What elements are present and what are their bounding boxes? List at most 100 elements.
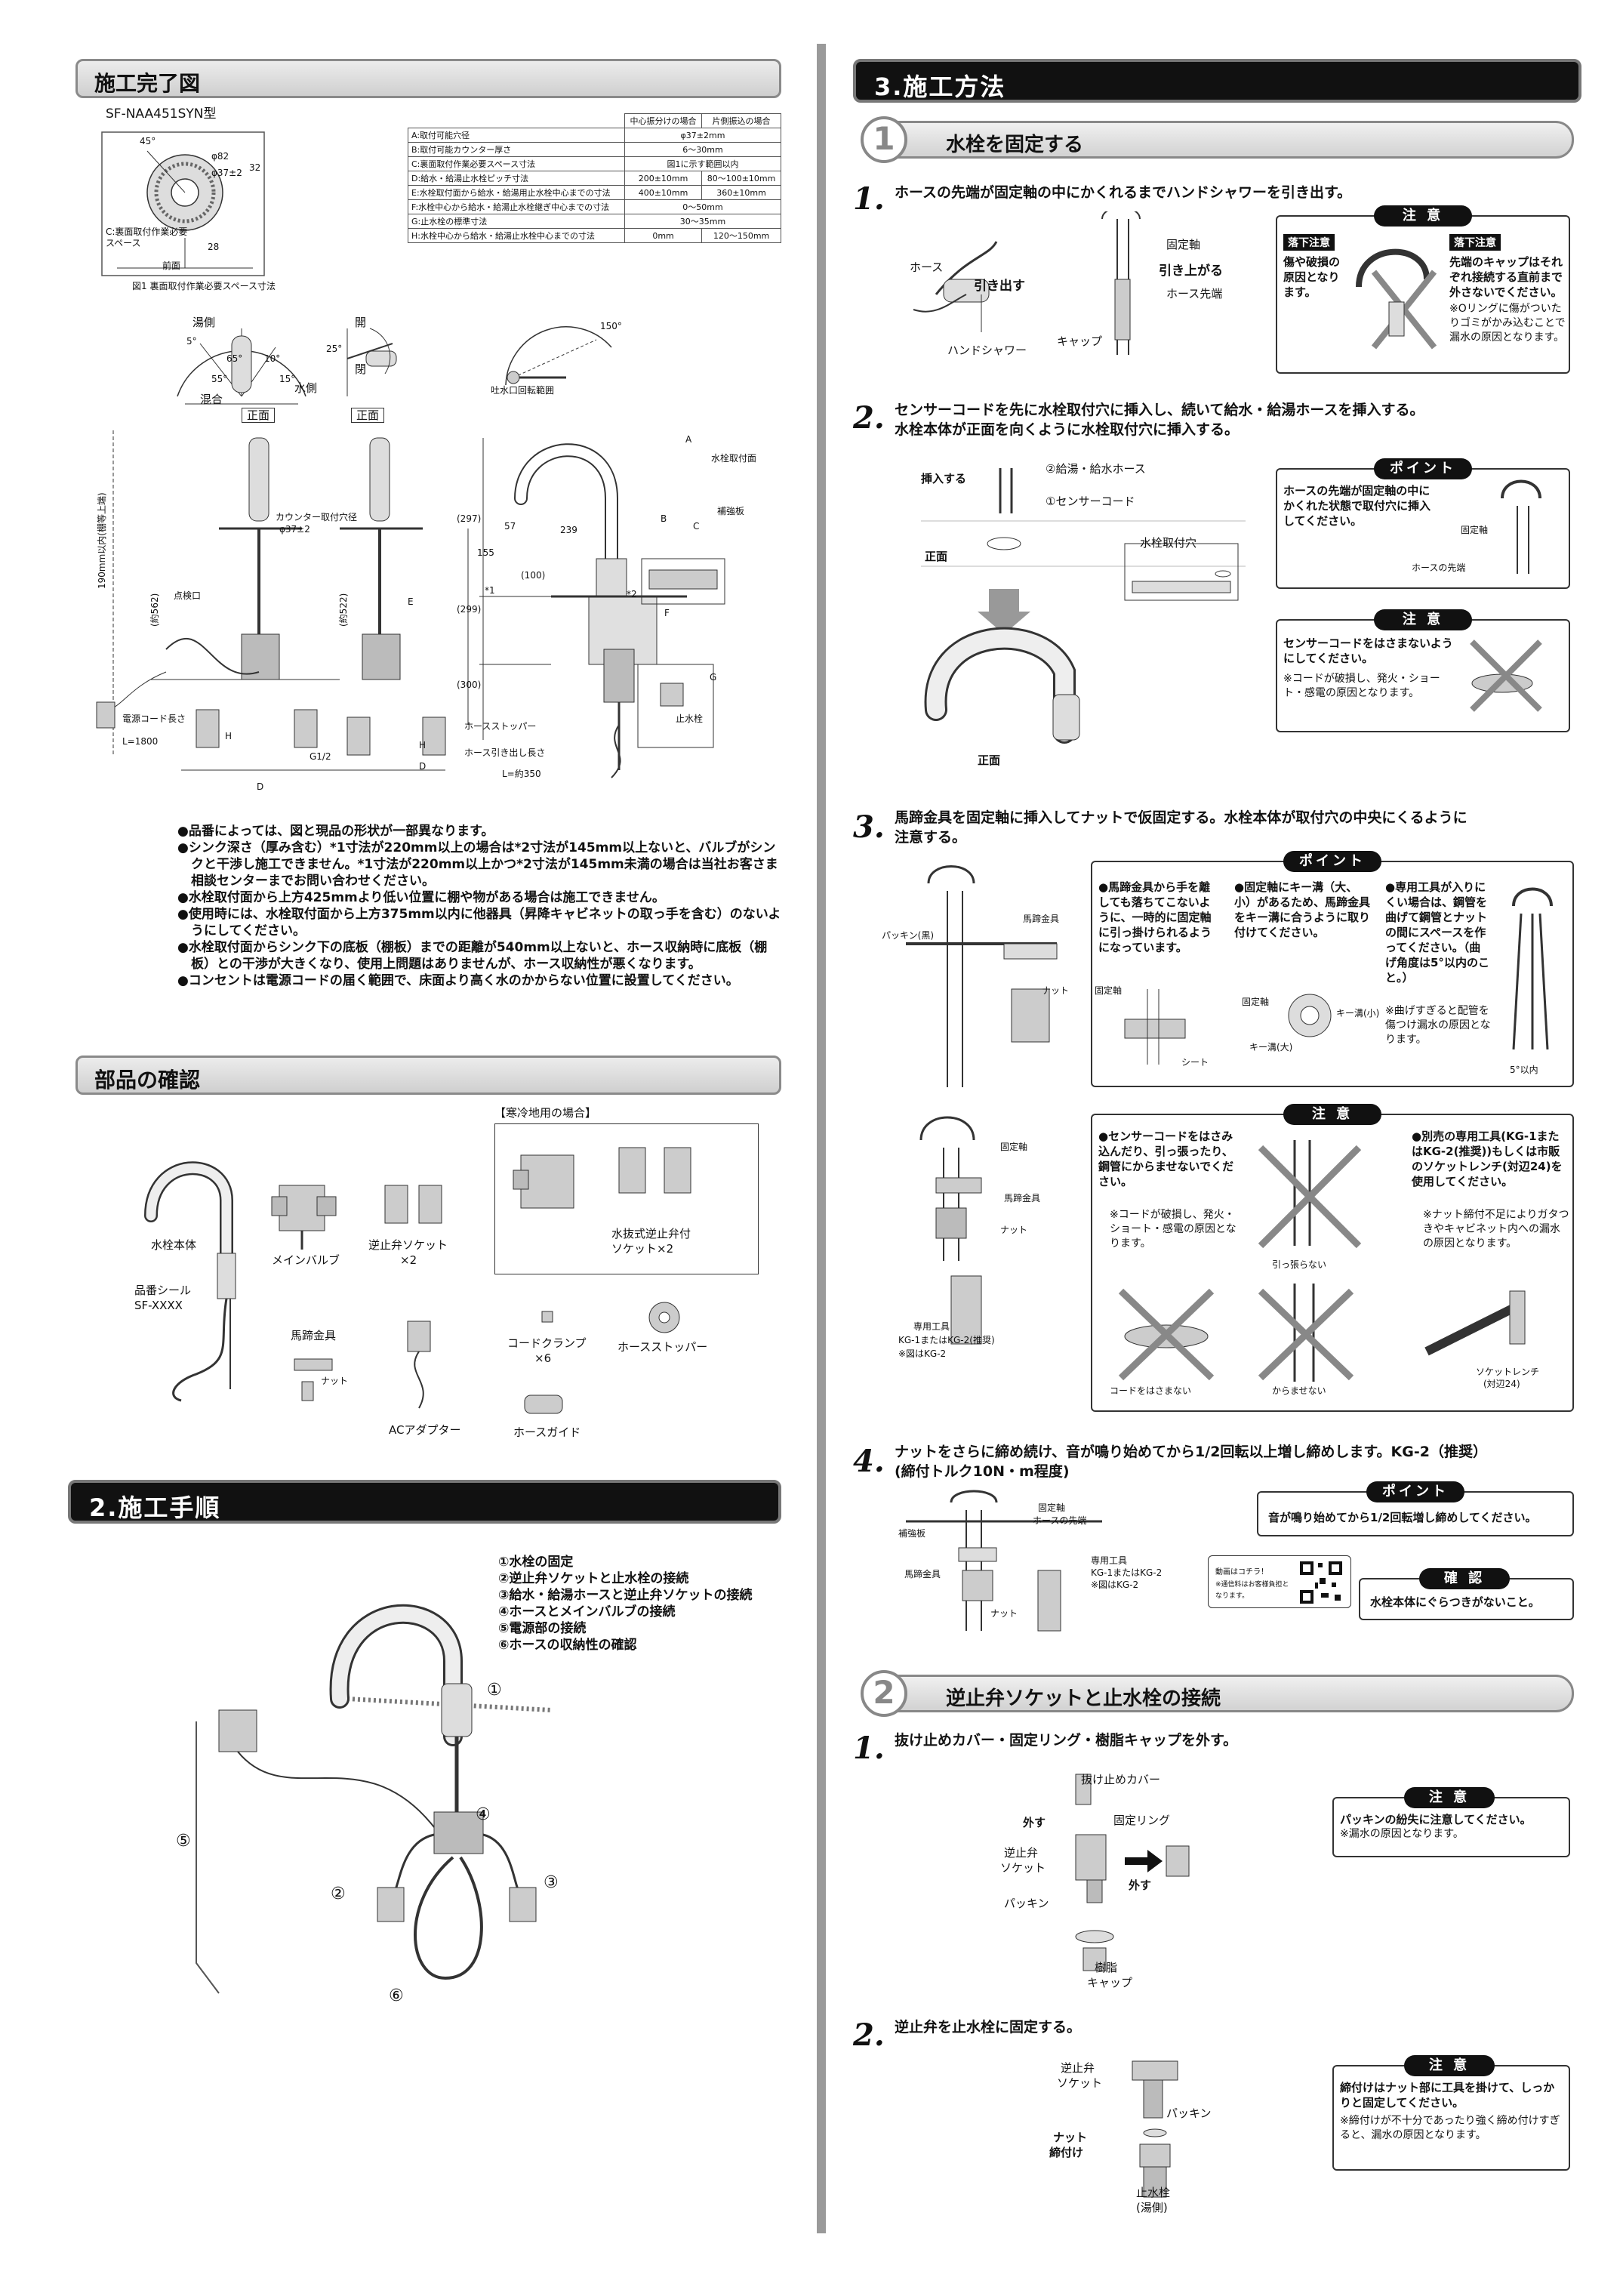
angle-65: 65° (226, 353, 243, 364)
s1-caution-nut: ナット (1000, 1225, 1028, 1235)
procedure-step-4: ④ホースとメインバルブの接続 (498, 1604, 676, 1620)
procedure-step-2: ②逆止弁ソケットと止水栓の接続 (498, 1571, 689, 1586)
fig1-32: 32 (249, 162, 261, 173)
s2-label-ring: 固定リング (1113, 1814, 1171, 1827)
s1-caution-drawing (1344, 242, 1449, 362)
s2-label2-socket: 逆止弁 (1061, 2061, 1095, 2075)
s1-caution-tool3: ※図はKG-2 (898, 1348, 947, 1359)
completion-header: 施工完了図 (75, 59, 781, 98)
parts-header: 部品の確認 (75, 1056, 781, 1095)
section1-header: 水栓を固定する (876, 121, 1574, 159)
note-5: ●水栓取付面からシンク下の底板（棚板）までの距離が540mm以上ないと、ホース収… (177, 940, 768, 972)
s1-step2-caution-drawing (1464, 634, 1555, 717)
s1-point-shaft: 固定軸 (1461, 525, 1489, 535)
s1-step2-caution-text: センサーコードをはさまないようにしてください。 (1283, 636, 1453, 665)
procedure-overview-drawing (174, 1586, 596, 2008)
s1-step2-text1: センサーコードを先に水栓取付穴に挿入し、続いて給水・給湯ホースを挿入する。 (895, 402, 1424, 418)
procedure-steps: ①水栓の固定 ②逆止弁ソケットと止水栓の接続 ③給水・給湯ホースと逆止弁ソケット… (498, 1554, 753, 1653)
s1-step1-drawing (898, 211, 1238, 362)
label-57: 57 (504, 521, 516, 532)
note-2: ●シンク深さ（厚み含む）*1寸法が220mm以上の場合は*2寸法が145mm以上… (177, 840, 778, 889)
fig1-caption: 図1 裏面取付作業必要スペース寸法 (132, 281, 276, 291)
label-f: F (664, 608, 670, 618)
label-hose-stopper: ホースストッパー (464, 721, 537, 732)
s1-point-c1: ●馬蹄金具から手を離しても落ちてこないように、一時的に固定軸に引っ掛けられるよう… (1098, 880, 1212, 954)
part-hose-guide-drawing (521, 1389, 566, 1419)
note-6: ●コンセントは電源コードの届く範囲で、床面より高く水のかからない位置に設置してく… (177, 973, 739, 988)
qr-code-icon[interactable] (1298, 1560, 1344, 1605)
s2-step2-num: 2. (853, 2017, 885, 2053)
front-label-2: 正面 (351, 408, 385, 423)
s1-point-c2-shaft: 固定軸 (1242, 997, 1270, 1007)
s1-label-mount-hole: 水栓取付穴 (1140, 536, 1197, 550)
s1-point-c2-drawing (1276, 989, 1344, 1042)
part-main-valve-drawing (264, 1170, 347, 1253)
s1-caution-c1-note: ※コードが破損し、発火・ショート・感電の原因となります。 (1110, 1209, 1236, 1250)
label-cord-length: 電源コード長さ (122, 713, 186, 724)
s2-label-remove: 外す (1023, 1816, 1046, 1829)
s2-step2-caution-title: 注 意 (1404, 2055, 1495, 2076)
part-drain-socket: 水抜式逆止弁付 (611, 1227, 691, 1240)
cold-area-label: 【寒冷地用の場合】 (494, 1106, 597, 1120)
label-h: H (225, 731, 233, 741)
part-horseshoe-drawing (287, 1344, 347, 1404)
s2-label-remove2: 外す (1129, 1878, 1152, 1892)
lever-angle-diagram (162, 313, 321, 419)
s1-step4-drawing (906, 1487, 1178, 1638)
s1-step4-tool: 専用工具 (1091, 1555, 1128, 1566)
s2-label-packing: パッキン (1004, 1897, 1049, 1910)
s1-step3-point-title: ポイント (1283, 851, 1381, 872)
label-300: (300) (457, 680, 482, 690)
s1-step3-drawing (906, 861, 1079, 1095)
s1-label-hose: ホース (910, 260, 944, 274)
s1-label-pull: 引き出す (974, 279, 1025, 294)
s1-point-c2: ●固定軸にキー溝（大、小）があるため、馬蹄金具をキー溝に合うように取り付けてくだ… (1234, 880, 1371, 939)
note-1: ●品番によっては、図と現品の形状が一部異なります。 (177, 824, 494, 839)
label-h-2: H (419, 740, 427, 750)
part-cord-clamp: コードクランプ (507, 1336, 587, 1350)
part-cord-clamp-drawing (536, 1310, 559, 1325)
s2-step2-text: 逆止弁を止水栓に固定する。 (895, 2019, 1082, 2036)
part-drain-socket-2: ソケット×2 (611, 1242, 674, 1256)
section1-number: 1 (861, 116, 907, 163)
label-mix: 混合 (200, 393, 223, 406)
s1-step4-num: 4. (853, 1444, 885, 1479)
angle-10: 10° (264, 353, 281, 364)
s1-label-hoses: ②給湯・給水ホース (1046, 462, 1146, 476)
label-g: G (710, 672, 717, 683)
model-number: SF-NAA451SYN型 (106, 106, 217, 122)
cold-area-drawing (506, 1133, 740, 1231)
s2-label2-packing: パッキン (1166, 2106, 1212, 2120)
marker-2: ② (331, 1885, 346, 1903)
s1-step4-point-title: ポイント (1366, 1481, 1464, 1502)
s2-step1-caution-title: 注 意 (1404, 1787, 1495, 1808)
label-g12: G1/2 (310, 751, 331, 762)
s1-step3-num: 3. (853, 809, 885, 845)
fig1-d82: φ82 (211, 151, 229, 162)
s1-no-pull-drawing (1249, 1133, 1370, 1253)
side-view-diagram (460, 423, 785, 793)
s2-step1-caution-note: ※漏水の原因となります。 (1340, 1828, 1464, 1840)
s1-step4-shaft: 固定軸 (1038, 1502, 1066, 1513)
fig1-d37: φ37±2 (211, 168, 242, 178)
angle-55: 55° (211, 374, 228, 384)
fig1-28: 28 (208, 242, 220, 252)
fig1-angle: 45° (140, 136, 156, 146)
part-cord-clamp-qty: ×6 (534, 1351, 552, 1365)
s1-label-front: 正面 (925, 550, 948, 563)
part-seal-code: SF-XXXX (134, 1299, 183, 1312)
s1-step1-num: 1. (853, 181, 885, 217)
label-d562: (約562) (149, 593, 160, 627)
s1-label-sensor: ①センサーコード (1046, 495, 1135, 508)
s1-point-c2-small: キー溝(小) (1336, 1008, 1380, 1019)
label-e: E (408, 596, 414, 607)
s1-label-nut: ナット (1042, 985, 1070, 996)
s1-caution-wrench2: (対辺24) (1483, 1379, 1520, 1389)
label-239: 239 (560, 525, 577, 535)
s1-step2-caution-title: 注 意 (1374, 609, 1472, 630)
s2-label2-tighten: 締付け (1049, 2146, 1084, 2159)
s1-label-insert: 挿入する (921, 472, 967, 485)
part-hose-stopper-drawing (642, 1299, 687, 1336)
procedure-step-3: ③給水・給湯ホースと逆止弁ソケットの接続 (498, 1588, 753, 1603)
